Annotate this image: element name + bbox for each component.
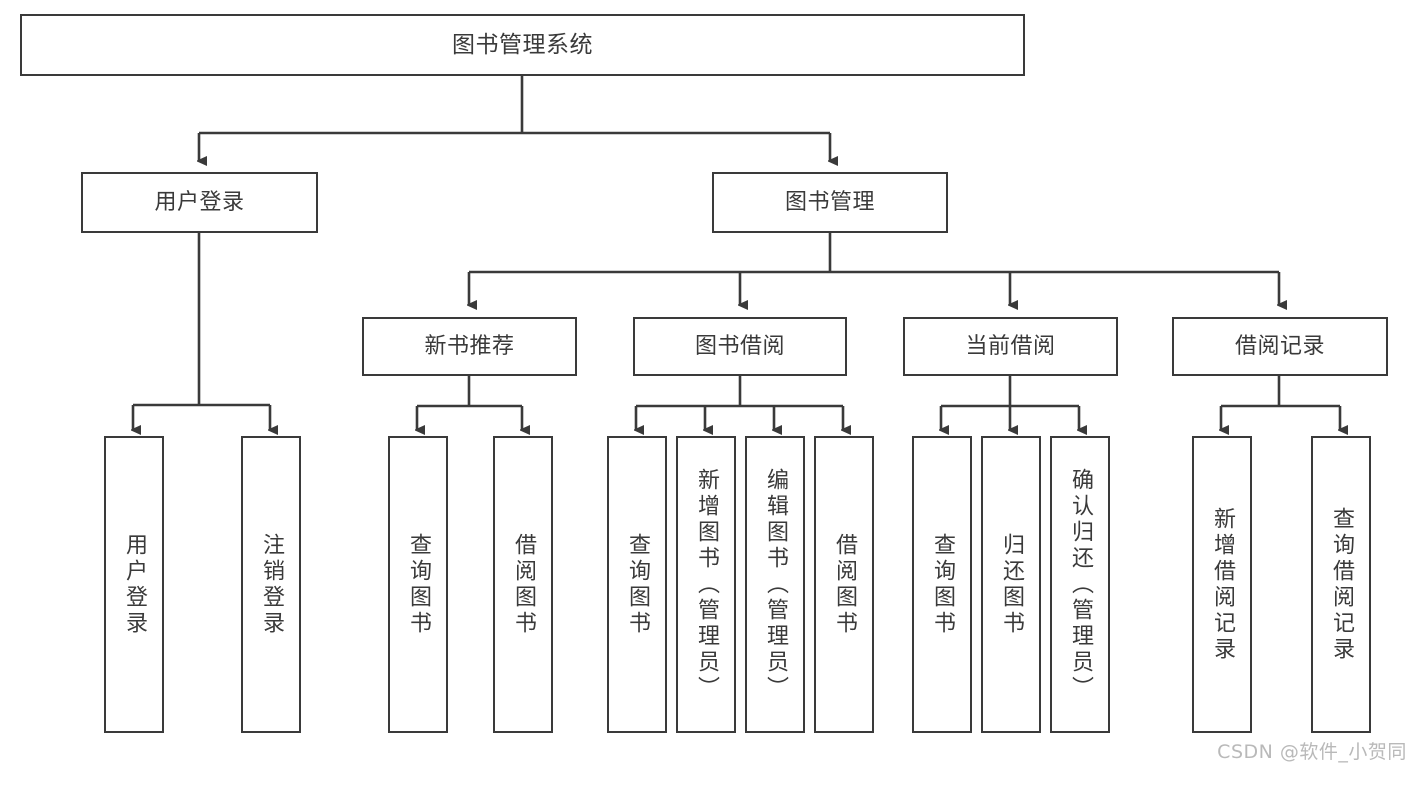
leaf-confirm-return-admin[interactable]: 确认归还（管理员） xyxy=(1050,436,1110,733)
leaf-add-book-admin[interactable]: 新增图书（管理员） xyxy=(676,436,736,733)
node-label: 图书借阅 xyxy=(694,333,785,359)
node-label: 图书管理系统 xyxy=(452,31,593,58)
leaf-add-borrow-record[interactable]: 新增借阅记录 xyxy=(1192,436,1252,733)
node-label: 图书管理 xyxy=(784,189,875,215)
leaf-borrow-book[interactable]: 借阅图书 xyxy=(814,436,874,733)
node-label: 用户登录 xyxy=(122,532,147,637)
watermark-text: CSDN @软件_小贺同学 xyxy=(1217,741,1405,763)
node-label: 查询借阅记录 xyxy=(1329,506,1354,663)
node-label: 查询图书 xyxy=(625,532,650,637)
leaf-edit-book-admin[interactable]: 编辑图书（管理员） xyxy=(745,436,805,733)
node-book-management[interactable]: 图书管理 xyxy=(712,172,948,233)
node-label: 查询图书 xyxy=(930,532,955,637)
leaf-query-book-current[interactable]: 查询图书 xyxy=(912,436,972,733)
node-label: 注销登录 xyxy=(259,532,284,637)
node-book-borrow[interactable]: 图书借阅 xyxy=(633,317,847,376)
leaf-user-login[interactable]: 用户登录 xyxy=(104,436,164,733)
node-label: 借阅图书 xyxy=(832,532,857,637)
leaf-logout[interactable]: 注销登录 xyxy=(241,436,301,733)
node-label: 用户登录 xyxy=(154,189,245,215)
node-label: 确认归还（管理员） xyxy=(1068,467,1093,702)
node-label: 编辑图书（管理员） xyxy=(763,467,788,702)
node-borrow-records[interactable]: 借阅记录 xyxy=(1172,317,1388,376)
node-label: 归还图书 xyxy=(999,532,1024,637)
node-current-borrow[interactable]: 当前借阅 xyxy=(903,317,1118,376)
leaf-query-borrow-record[interactable]: 查询借阅记录 xyxy=(1311,436,1371,733)
leaf-return-book[interactable]: 归还图书 xyxy=(981,436,1041,733)
node-label: 新书推荐 xyxy=(424,333,515,359)
leaf-query-book-recommend[interactable]: 查询图书 xyxy=(388,436,448,733)
node-label: 借阅记录 xyxy=(1234,333,1325,359)
node-label: 查询图书 xyxy=(406,532,431,637)
node-new-book-recommend[interactable]: 新书推荐 xyxy=(362,317,577,376)
leaf-borrow-book-recommend[interactable]: 借阅图书 xyxy=(493,436,553,733)
leaf-query-book-borrow[interactable]: 查询图书 xyxy=(607,436,667,733)
node-label: 借阅图书 xyxy=(511,532,536,637)
node-label: 当前借阅 xyxy=(965,333,1056,359)
node-label: 新增图书（管理员） xyxy=(694,467,719,702)
node-user-login[interactable]: 用户登录 xyxy=(81,172,318,233)
diagram-canvas: 图书管理系统 用户登录 图书管理 新书推荐 图书借阅 当前借阅 借阅记录 用户登… xyxy=(20,14,1405,763)
node-label: 新增借阅记录 xyxy=(1210,506,1235,663)
node-root-system[interactable]: 图书管理系统 xyxy=(20,14,1025,76)
